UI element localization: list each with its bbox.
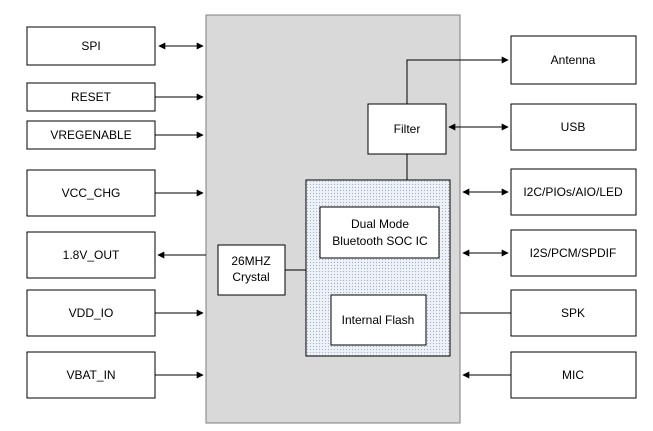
block-vcc-chg: VCC_CHG [26, 169, 156, 217]
block-vdd-io: VDD_IO [26, 289, 156, 337]
block-spk: SPK [510, 289, 637, 337]
block-spi: SPI [26, 26, 156, 66]
crystal-label-line1: 26MHZ [231, 254, 270, 268]
block-filter: Filter [367, 103, 447, 155]
filter-label: Filter [394, 122, 421, 136]
crystal-label-line2: Crystal [232, 270, 269, 284]
block-mic: MIC [510, 351, 637, 399]
block-antenna: Antenna [510, 35, 637, 85]
block-i2s: I2S/PCM/SPDIF [510, 229, 637, 277]
vcc-chg-label: VCC_CHG [62, 186, 121, 200]
spi-label: SPI [81, 39, 100, 53]
vregenable-label: VREGENABLE [50, 128, 131, 142]
vbat-in-label: VBAT_IN [66, 368, 115, 382]
block-internal-flash: Internal Flash [330, 294, 427, 346]
block-reset: RESET [26, 82, 156, 112]
reset-label: RESET [71, 90, 112, 104]
block-crystal: 26MHZ Crystal [217, 244, 286, 296]
mic-label: MIC [562, 368, 584, 382]
i2c-label: I2C/PIOs/AIO/LED [523, 185, 623, 199]
soc-label-line2: Bluetooth SOC IC [332, 234, 428, 248]
out-1v8-label: 1.8V_OUT [63, 248, 120, 262]
antenna-label: Antenna [551, 53, 596, 67]
filter-antenna-connector [406, 56, 509, 104]
block-1v8-out: 1.8V_OUT [26, 231, 156, 279]
i2s-label: I2S/PCM/SPDIF [530, 246, 617, 260]
spk-label: SPK [561, 306, 585, 320]
block-soc-ic: Dual Mode Bluetooth SOC IC [319, 206, 440, 259]
flash-label: Internal Flash [342, 313, 415, 327]
block-i2c: I2C/PIOs/AIO/LED [510, 168, 637, 216]
block-vregenable: VREGENABLE [26, 120, 156, 150]
usb-label: USB [561, 120, 586, 134]
vdd-io-label: VDD_IO [69, 306, 114, 320]
block-vbat-in: VBAT_IN [26, 351, 156, 399]
soc-label-line1: Dual Mode [351, 217, 409, 231]
block-usb: USB [510, 103, 637, 151]
